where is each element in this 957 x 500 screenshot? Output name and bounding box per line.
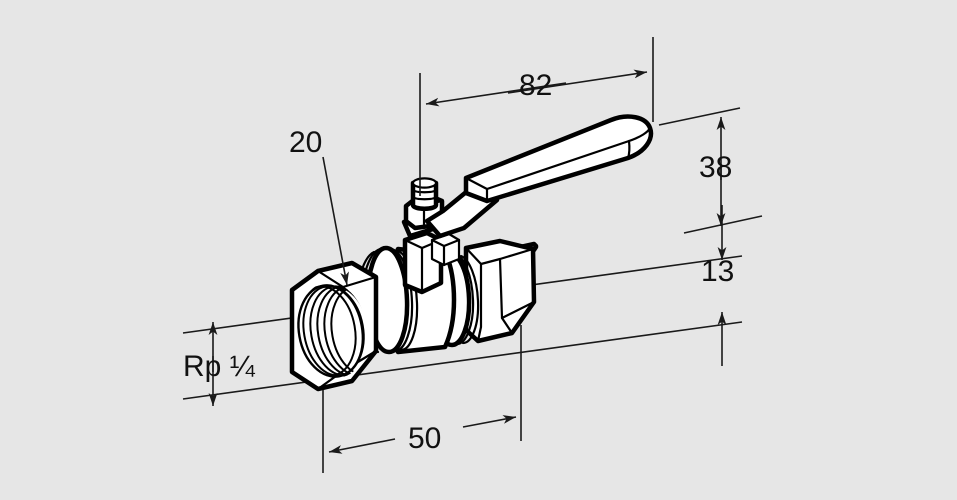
inlet-hex-nut: [289, 260, 379, 392]
dimension-label-13: 13: [701, 255, 734, 288]
dimension-label-38: 38: [699, 151, 732, 184]
lever-handle: [424, 114, 654, 239]
dimension-label-50: 50: [408, 422, 441, 455]
thread-prefix: Rp: [183, 350, 221, 383]
dimension-label-thread: Rp ¼: [183, 350, 256, 383]
outlet-hex-nut: [463, 238, 539, 344]
stem-stud: [410, 177, 439, 211]
dimension-body-length: 50: [322, 325, 522, 473]
stem-bracket: [402, 230, 461, 295]
dimension-label-82: 82: [519, 69, 552, 102]
dimension-thread-size: Rp ¼: [183, 322, 256, 406]
callout-hex-size: 20: [289, 126, 349, 286]
thread-fraction: ¼: [230, 350, 256, 383]
dimension-label-20: 20: [289, 126, 322, 159]
dimension-body-height: 13: [701, 205, 734, 366]
valve-assembly: [289, 114, 654, 392]
dimension-overall-height: 38: [658, 107, 763, 234]
dimension-lever-length: 82: [419, 37, 654, 196]
